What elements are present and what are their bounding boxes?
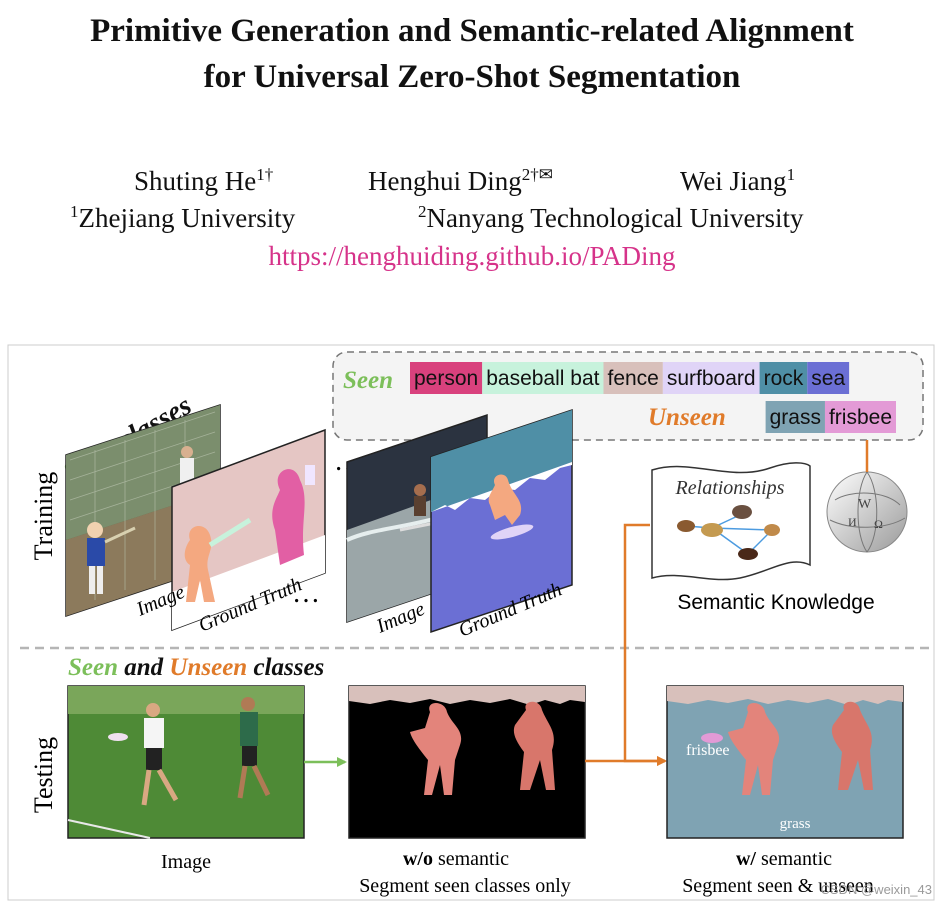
relationships-card: Relationships [651, 462, 811, 581]
figure-frame [7, 344, 935, 901]
wikipedia-globe-icon: W Ω И [826, 471, 908, 553]
output-without-semantic [348, 685, 586, 839]
paper-title-line1: Primitive Generation and Semantic-relate… [90, 13, 854, 49]
frisbee-overlay-label: frisbee [686, 742, 730, 759]
author-2: Henghui Ding2†✉ [368, 165, 553, 196]
testing-row-label: Testing [29, 737, 58, 813]
grass-overlay-label: grass [780, 816, 811, 832]
legend-chip-label: baseball bat [486, 367, 599, 390]
csdn-watermark: CSDN @weixin_43 [821, 882, 932, 897]
ground-truth-surfing [430, 408, 573, 634]
legend-chip-label: rock [764, 367, 804, 390]
w-semantic-subcaption: Segment seen & unseen [682, 875, 874, 897]
legend-chip [807, 362, 850, 394]
legend-chip-label: fence [607, 367, 658, 390]
w-semantic-caption: w/ semantic [736, 848, 832, 870]
legend-unseen-title: Unseen [648, 404, 726, 431]
legend-chip-label: surfboard [667, 367, 756, 390]
legend-chip [603, 362, 663, 394]
wo-semantic-subcaption: Segment seen classes only [359, 875, 571, 897]
legend-chip [410, 362, 483, 394]
ellipsis-bottom: … [292, 578, 320, 609]
legend-chip [765, 401, 825, 433]
seen-unseen-classes-heading: Seen and Unseen classes [68, 654, 324, 681]
teaser-figure: Training Testing Seen classes Seen Unsee… [0, 340, 944, 905]
legend-chip-label: grass [770, 406, 821, 429]
training-image-baseball [65, 403, 221, 618]
legend-chip-label: sea [811, 367, 845, 390]
svg-text:И: И [848, 515, 857, 529]
test-image-caption: Image [161, 851, 211, 873]
test-input-image [67, 685, 305, 839]
legend-chip [759, 362, 808, 394]
legend-seen-title: Seen [343, 367, 393, 394]
svg-text:Ω: Ω [874, 517, 883, 531]
wo-semantic-caption: w/o semantic [403, 848, 509, 870]
semantic-knowledge-label: Semantic Knowledge [677, 591, 874, 614]
paper-title-line2: for Universal Zero-Shot Segmentation [203, 59, 741, 95]
affiliation-1: 1Zhejiang University [70, 202, 296, 233]
author-1: Shuting He1† [134, 165, 274, 196]
ground-truth-baseball [171, 428, 326, 632]
legend-chip [824, 401, 896, 433]
relationships-label: Relationships [675, 477, 785, 499]
affiliation-2: 2Nanyang Technological University [418, 202, 804, 233]
project-url-link[interactable]: https://henghuiding.github.io/PADing [268, 241, 676, 271]
legend-chip [482, 362, 604, 394]
author-3: Wei Jiang1 [680, 165, 796, 196]
unseen-class-legend: grass frisbee [765, 401, 896, 433]
output-with-semantic: frisbee grass [666, 685, 904, 839]
animal-graph-icon [677, 505, 780, 560]
legend-chip-label: frisbee [829, 406, 892, 429]
legend-chip [662, 362, 760, 394]
svg-text:W: W [858, 497, 872, 512]
training-row-label: Training [29, 472, 58, 561]
legend-chip-label: person [414, 367, 478, 390]
